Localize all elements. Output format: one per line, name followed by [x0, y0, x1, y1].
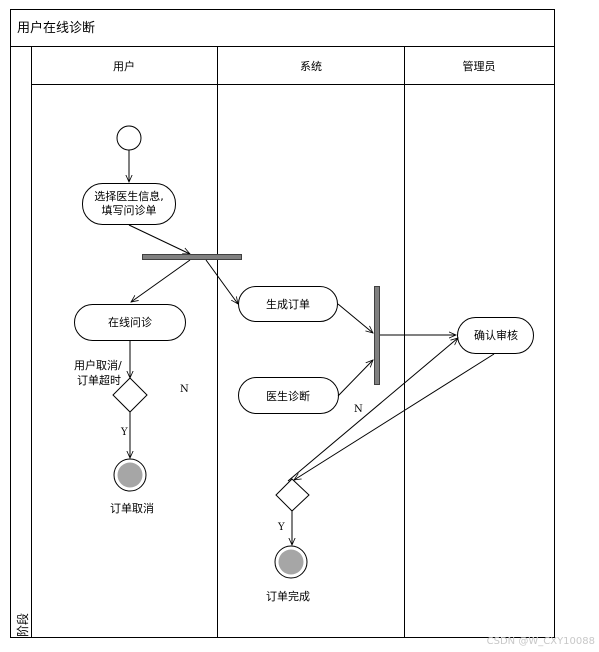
diagram-frame — [10, 9, 555, 638]
activity-doctor-diagnosis-label: 医生诊断 — [266, 389, 310, 403]
watermark: CSDN @W_CXY10088 — [487, 636, 595, 647]
flow-order-to-join — [337, 303, 373, 333]
activity-confirm-review — [457, 317, 534, 354]
final-node-completed-inner — [278, 549, 304, 575]
final-label-cancelled: 订单取消 — [110, 501, 154, 515]
flow-fork-to-consult — [131, 259, 191, 302]
activity-online-consult — [74, 304, 186, 341]
decision-user-label-line2: 订单超时 — [77, 373, 121, 387]
flow-fork-to-order — [205, 259, 238, 304]
fork-bar — [142, 254, 242, 260]
activity-confirm-review-label: 确认审核 — [474, 328, 518, 342]
flow-review-to-decision — [294, 353, 495, 480]
lane-header-system: 系统 — [300, 60, 322, 73]
activity-generate-order-label: 生成订单 — [266, 297, 310, 311]
lane-header-user: 用户 — [113, 59, 135, 73]
diagram-title: 用户在线诊断 — [17, 20, 95, 36]
flow-decision-back-to-review — [287, 338, 458, 482]
activity-select-doctor-line1: 选择医生信息, — [94, 189, 164, 203]
activity-select-doctor-line2: 填写问诊单 — [102, 203, 157, 217]
flow-diagnosis-to-join — [337, 360, 373, 397]
guard-system-n: N — [354, 404, 363, 415]
decision-review-result — [275, 478, 310, 512]
guard-user-n: N — [180, 384, 189, 395]
activity-select-doctor — [82, 183, 176, 225]
phase-label: 阶段 — [15, 613, 30, 637]
flow-select-to-fork — [128, 224, 190, 255]
final-label-completed: 订单完成 — [266, 589, 310, 603]
guard-user-y: Y — [120, 427, 128, 438]
join-bar — [374, 286, 380, 385]
lane-header-admin: 管理员 — [463, 59, 496, 73]
activity-online-consult-label: 在线问诊 — [108, 315, 152, 329]
initial-node — [116, 125, 142, 151]
guard-system-y: Y — [277, 522, 285, 533]
activity-generate-order — [238, 286, 338, 322]
final-node-cancelled-inner — [117, 462, 143, 488]
decision-user-label-line1: 用户取消/ — [74, 358, 122, 372]
